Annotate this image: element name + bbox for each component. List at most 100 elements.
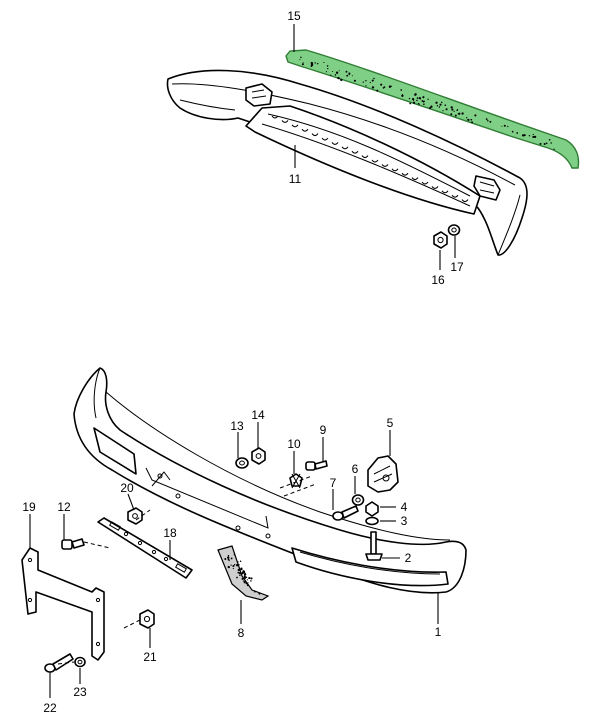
speckle-dot: [335, 71, 339, 74]
grille-slot: [461, 199, 469, 203]
speckle-dot: [326, 65, 329, 67]
speckle-dot: [227, 554, 230, 557]
part-21-nut[interactable]: [139, 609, 155, 629]
speckle-dot: [241, 571, 245, 574]
label-19: 19: [22, 500, 36, 514]
bumper-recess-right: [291, 547, 449, 587]
speckle-dot: [440, 101, 443, 104]
speckle-dot: [516, 132, 519, 134]
part-14-nut[interactable]: [251, 447, 266, 465]
part-16-nut[interactable]: [433, 231, 448, 249]
part-numbers: 15 11 16 17 13 14 9 10 5 6 7 4 3 2 1 8 1…: [22, 9, 464, 715]
part-22-screw[interactable]: [44, 653, 74, 673]
speckle-dot: [453, 110, 455, 113]
label-20: 20: [120, 481, 134, 495]
speckle-dot: [373, 77, 375, 80]
label-8: 8: [238, 626, 245, 640]
speckle-dot: [334, 74, 336, 76]
label-7: 7: [330, 476, 337, 490]
part-13-grommet[interactable]: [235, 457, 249, 469]
speckle-dot: [237, 561, 239, 563]
part-15-seal-strip[interactable]: [285, 49, 580, 169]
speckle-dot: [371, 86, 375, 89]
speckle-dot: [238, 564, 240, 566]
part-8-deflector[interactable]: [217, 545, 270, 601]
label-17: 17: [450, 260, 464, 274]
speckle-dot: [250, 577, 253, 580]
grille-slot: [411, 177, 419, 181]
speckle-dot: [400, 89, 403, 91]
speckle-dot: [353, 79, 356, 82]
label-22: 22: [43, 701, 57, 715]
part-2-bolt[interactable]: [365, 531, 383, 561]
speckle-dot: [417, 103, 420, 105]
speckle-dot: [242, 580, 245, 582]
speckle-dot: [233, 554, 235, 556]
speckle-dot: [422, 100, 425, 103]
speckle-dot: [243, 576, 247, 579]
part-20-nut[interactable]: [127, 507, 143, 525]
part-3-washer[interactable]: [365, 516, 379, 526]
speckle-dot: [539, 142, 542, 145]
label-12: 12: [57, 500, 71, 514]
speckle-dot: [245, 582, 248, 585]
speckle-dot: [532, 133, 534, 136]
speckle-dot: [430, 105, 433, 108]
label-15: 15: [287, 9, 301, 23]
speckle-dot: [412, 99, 415, 101]
speckle-dot: [503, 124, 506, 127]
speckle-dot: [325, 71, 327, 73]
grille-slot: [341, 146, 349, 150]
label-23: 23: [73, 685, 87, 699]
speckle-dot: [327, 67, 329, 70]
part-5-towing-eye[interactable]: [367, 455, 399, 493]
speckle-dot: [450, 113, 453, 116]
speckle-dot: [332, 70, 334, 73]
grille-slot: [361, 155, 369, 159]
grille-slot: [381, 164, 389, 167]
deflector-texture: [224, 554, 261, 595]
speckle-dot: [232, 564, 235, 568]
speckle-dot: [246, 579, 248, 581]
speckle-dot: [466, 117, 468, 119]
speckle-dot: [236, 576, 238, 579]
part-19-mount-plate[interactable]: [21, 547, 105, 661]
speckle-dot: [238, 571, 242, 575]
part-23-washer[interactable]: [74, 656, 86, 668]
speckle-dot: [444, 104, 447, 106]
speckle-dot: [346, 74, 349, 77]
speckle-dot: [369, 81, 371, 84]
speckle-dot: [237, 568, 240, 572]
part-17-washer[interactable]: [447, 224, 461, 236]
speckle-dot: [258, 592, 261, 595]
speckle-dot: [543, 143, 546, 145]
speckle-dot: [422, 96, 425, 99]
speckle-dot: [376, 89, 379, 92]
speckle-dot: [414, 93, 417, 96]
grille-slot: [451, 194, 459, 198]
speckle-dot: [471, 121, 474, 124]
speckle-dot: [311, 64, 314, 66]
label-11: 11: [289, 172, 302, 186]
speckle-dot: [450, 106, 453, 109]
part-7-bolt[interactable]: [332, 505, 359, 521]
grille-slot: [291, 124, 299, 128]
bumper-recess-left: [93, 427, 137, 475]
label-3: 3: [401, 514, 408, 528]
speckle-dot: [340, 78, 343, 82]
speckle-dot: [521, 134, 525, 137]
part-6-washer[interactable]: [351, 494, 365, 506]
part-12-screw[interactable]: [61, 538, 85, 550]
label-1: 1: [435, 625, 442, 639]
part-4-nut[interactable]: [365, 501, 379, 517]
seal-strip-shape[interactable]: [285, 49, 580, 169]
grille-slot: [371, 159, 379, 163]
speckle-dot: [487, 120, 489, 122]
part-10-clip[interactable]: [289, 473, 303, 489]
part-9-screw[interactable]: [305, 460, 328, 471]
label-21: 21: [143, 650, 157, 664]
speckle-dot: [240, 568, 243, 571]
speckle-dot: [501, 125, 503, 127]
speckle-dot: [474, 114, 477, 117]
part-18-bracket-strip[interactable]: [97, 517, 193, 579]
